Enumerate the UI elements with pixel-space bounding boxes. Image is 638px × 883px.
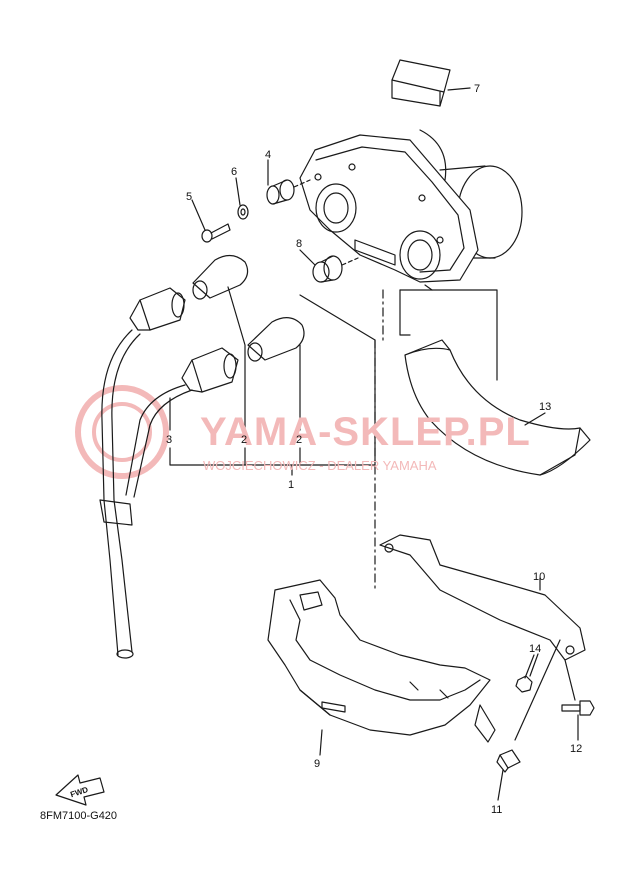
callout-1: 1 <box>288 479 294 491</box>
wiring-harness <box>99 329 193 659</box>
fwd-arrow-icon <box>55 774 105 806</box>
callout-7: 7 <box>474 83 480 95</box>
headlight-housing <box>299 134 479 291</box>
part-2-bulb-lower <box>247 317 305 362</box>
part-10-bracket <box>379 534 586 661</box>
part-7-block <box>391 59 451 107</box>
callout-12: 12 <box>570 743 582 755</box>
watermark-logo-icon <box>75 385 169 479</box>
part-9-cover <box>267 579 496 743</box>
callout-8: 8 <box>296 238 302 250</box>
part-8-grommet <box>312 255 359 283</box>
part-2-bulb-upper <box>192 254 249 300</box>
callout-13: 13 <box>539 401 551 413</box>
part-12-bolt <box>561 659 595 716</box>
callout-9: 9 <box>314 758 320 770</box>
callout-5: 5 <box>186 191 192 203</box>
part-3-socket-upper <box>129 287 186 331</box>
diagram-code: 8FM7100-G420 <box>40 810 118 822</box>
callout-bracket-lines <box>169 286 498 591</box>
part-6-washer <box>237 204 249 220</box>
callout-2a: 2 <box>241 434 247 446</box>
callout-14: 14 <box>529 643 541 655</box>
leader-lines <box>191 87 579 801</box>
callout-11: 11 <box>491 804 502 816</box>
callout-10: 10 <box>533 571 545 583</box>
part-3-socket-lower <box>181 347 239 393</box>
callout-3: 3 <box>166 434 172 446</box>
part-5-screw <box>201 223 231 243</box>
watermark-tagline: WOJCIECHOWICZ - DEALER YAMAHA <box>203 458 437 473</box>
watermark <box>75 385 169 479</box>
watermark-logo-inner <box>92 402 152 462</box>
callout-6: 6 <box>231 166 237 178</box>
callout-4: 4 <box>265 149 271 161</box>
part-4-grommet <box>266 179 311 205</box>
part-11-clip <box>496 639 561 773</box>
part-13-strip <box>404 339 591 476</box>
callout-2b: 2 <box>296 434 302 446</box>
part-14-nut <box>515 654 535 693</box>
watermark-name: YAMA-SKLEP.PL <box>200 410 531 454</box>
